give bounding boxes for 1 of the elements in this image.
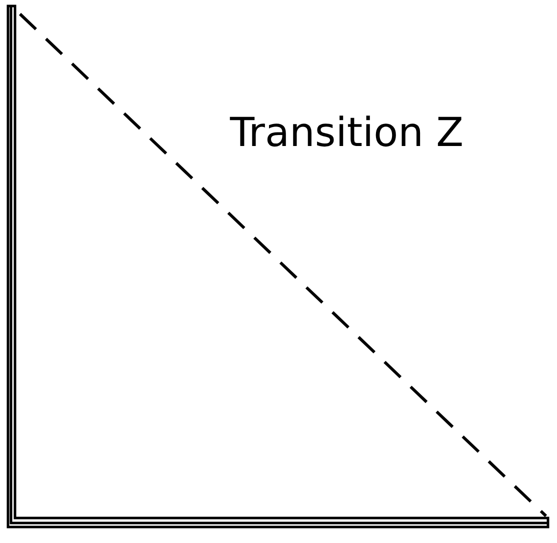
zone-label: Transition Z	[230, 113, 464, 153]
